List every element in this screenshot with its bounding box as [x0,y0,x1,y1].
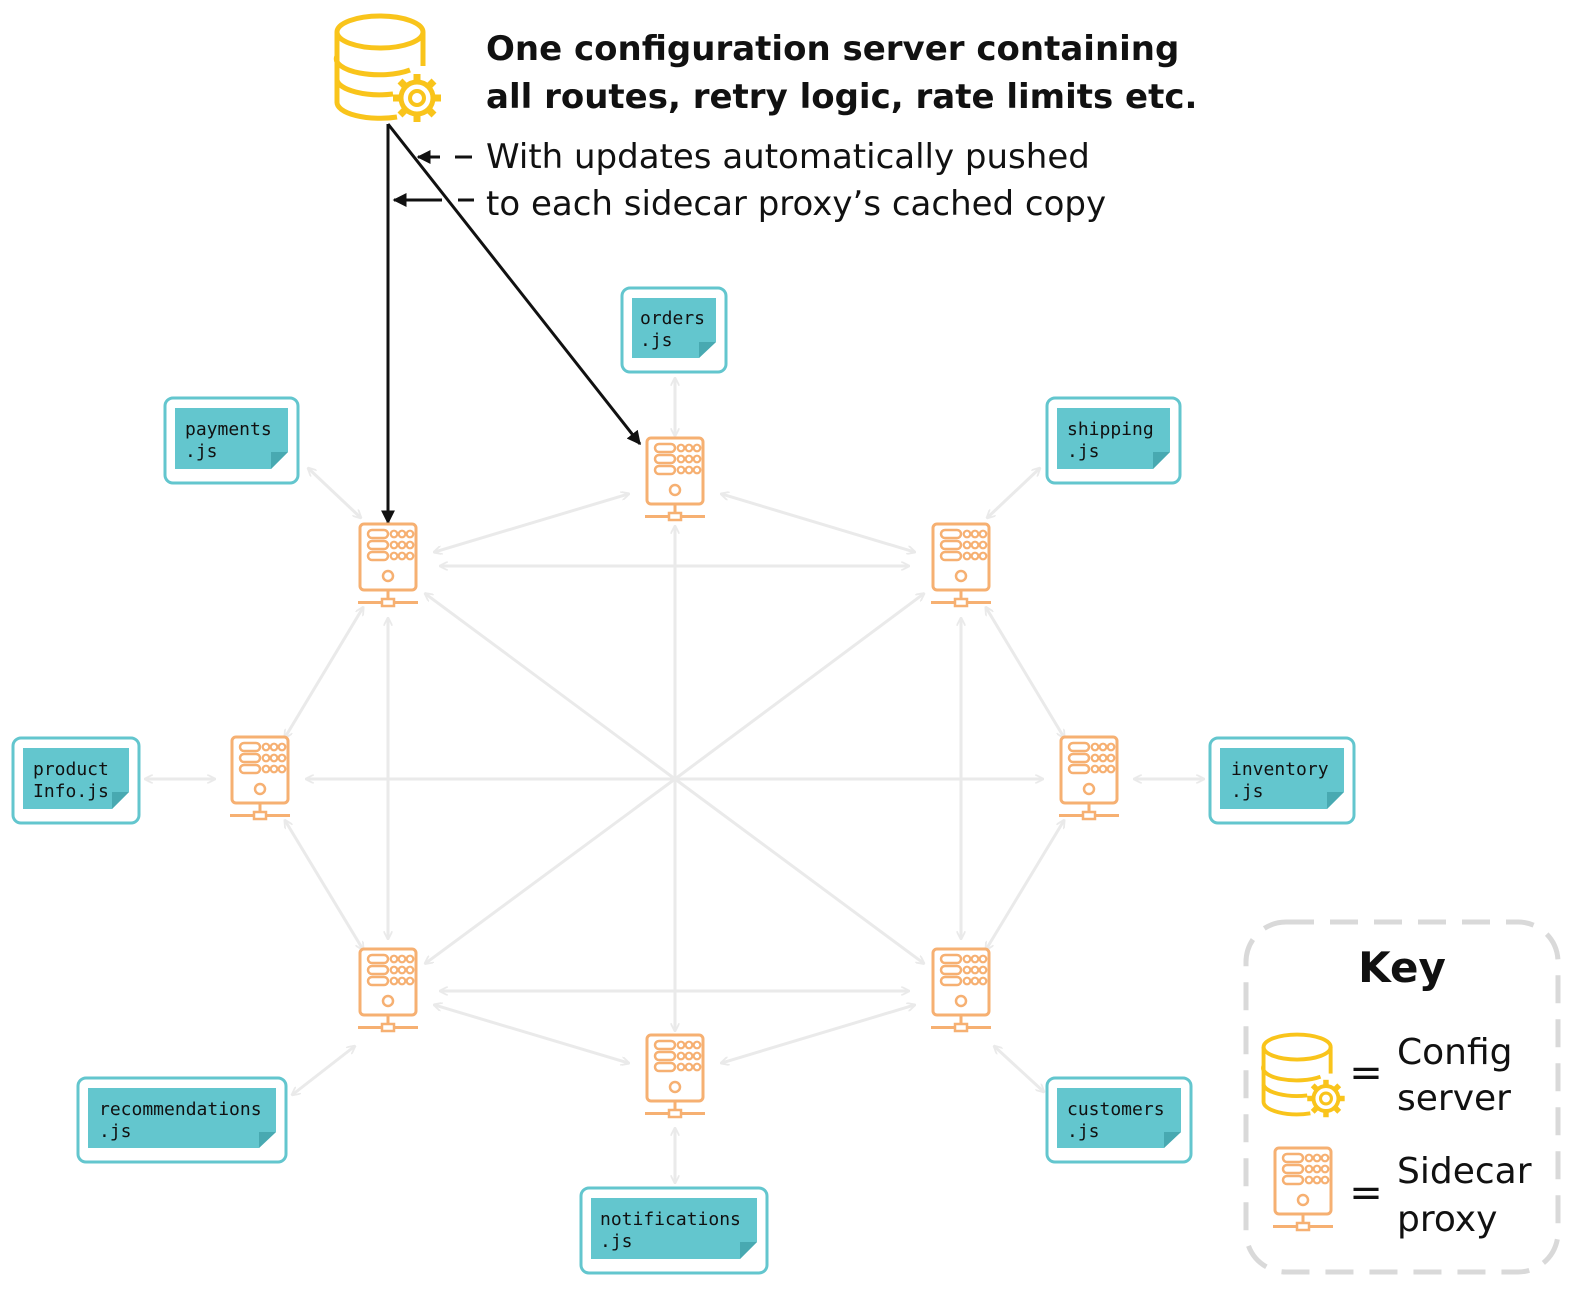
legend-title: Key [1358,943,1446,992]
header-subtitle-line-1: With updates automatically pushed [486,137,1090,177]
sidecar-proxy-icon [931,522,991,608]
service-boxes: orders .js payments .js shipping .js pro… [11,286,1356,1275]
service-box-recommendations: recommendations .js [76,1076,288,1164]
service-label-line: notifications [600,1209,741,1230]
header-subtitle-line-2: to each sidecar proxy’s cached copy [486,184,1106,224]
sidecar-proxy-icon [645,436,705,522]
service-box-customers: customers .js [1045,1076,1193,1164]
service-label-line: .js [1231,781,1264,802]
service-label-line: product [33,759,109,780]
service-box-orders: orders .js [620,286,728,374]
service-link-customers [994,1046,1044,1092]
legend-equals: = [1349,1170,1383,1216]
mesh-edge-productInfo-payments [285,607,364,738]
sidecar-proxy-icon [358,522,418,608]
mesh-edge-orders-shipping [721,494,915,552]
mesh-spoke-shipping [674,593,924,781]
sidecar-proxy-icon [230,735,290,821]
legend-label-config: Config [1397,1032,1513,1073]
mesh-spoke-customers [674,777,924,964]
service-box-notifications: notifications .js [579,1186,769,1275]
mesh-edge-customers-notifications [721,1005,915,1063]
service-box-payments: payments .js [163,396,300,485]
mesh-edge-payments-orders [434,494,629,552]
service-label-line: orders [640,308,705,329]
mesh-spoke-payments [425,593,676,781]
service-label-line: shipping [1067,419,1154,440]
header-title-line-1: One configuration server containing [486,29,1179,69]
mesh-edge-recommendations-productInfo [285,820,363,950]
proxy-mesh-connections [145,378,1204,1183]
sidecar-proxy-icon [645,1033,705,1119]
service-label-line: inventory [1231,759,1329,780]
service-box-product-info: product Info.js [11,736,141,825]
header-subtitle: With updates automatically pushed to eac… [486,137,1106,224]
sidecar-proxy-icon [358,947,418,1033]
config-server-icon [1261,1032,1345,1118]
service-label-line: .js [1067,441,1100,462]
config-server-icon [333,13,441,122]
service-label-line: .js [185,441,218,462]
mesh-edge-inventory-customers [986,820,1064,950]
config-push-connections [381,123,642,525]
service-label-line: .js [640,330,673,351]
service-label-line: payments [185,419,272,440]
legend-label-server: server [1397,1078,1511,1119]
legend-label-proxy: proxy [1397,1199,1497,1240]
service-label-line: customers [1067,1099,1165,1120]
legend-equals: = [1349,1050,1383,1096]
sidecar-proxy-icon [931,947,991,1033]
mesh-edge-notifications-recommendations [434,1005,629,1063]
service-label-line: Info.js [33,781,109,802]
config-to-orders-proxy-line [386,123,642,446]
sidecar-proxies [230,436,1119,1119]
sidecar-proxy-icon [1273,1146,1333,1232]
mesh-edge-shipping-inventory [986,607,1065,738]
service-link-shipping [987,468,1040,518]
mesh-spoke-recommendations [425,777,676,964]
sidecar-proxy-icon [1273,1146,1333,1232]
service-box-shipping: shipping .js [1045,396,1182,485]
header-title-line-2: all routes, retry logic, rate limits etc… [486,77,1197,117]
service-label-line: .js [99,1121,132,1142]
service-label-line: recommendations [99,1099,262,1120]
service-link-payments [308,468,361,518]
service-link-recommendations [292,1046,355,1095]
service-label-line: .js [1067,1121,1100,1142]
legend-key: Key = Co [1243,919,1561,1275]
header-title: One configuration server containing all … [486,29,1197,117]
legend-label-sidecar: Sidecar [1397,1151,1532,1192]
service-label-line: .js [600,1231,633,1252]
service-box-inventory: inventory .js [1208,736,1356,825]
sidecar-proxy-icon [1059,735,1119,821]
